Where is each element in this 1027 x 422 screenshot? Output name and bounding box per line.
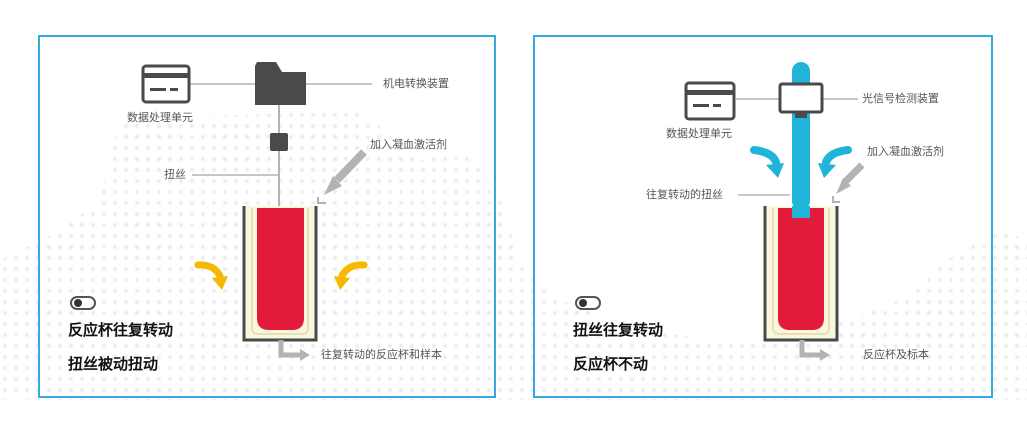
curved-arrow-icon (822, 146, 852, 166)
card-icon (141, 64, 191, 104)
cyan-arrow-head-right (818, 163, 836, 178)
right-reagent-label: 加入凝血激活剂 (867, 145, 944, 158)
cyan-arrow-head-left (766, 163, 784, 178)
left-caption-2: 扭丝被动扭动 (68, 355, 159, 373)
left-reagent-label: 加入凝血激活剂 (370, 138, 447, 151)
left-caption-1: 反应杯往复转动 (68, 321, 174, 339)
right-wire-label: 往复转动的扭丝 (646, 188, 723, 201)
left-processor-label: 数据处理单元 (127, 111, 193, 124)
right-caption-2: 反应杯不动 (573, 355, 649, 373)
right-cup-label: 反应杯及标本 (863, 348, 929, 361)
curved-arrow-head-left (212, 276, 228, 290)
reagent-arrow-icon (836, 162, 865, 194)
folder-icon (255, 62, 306, 105)
left-converter-label: 机电转换装置 (383, 77, 449, 90)
curved-arrow-icon (338, 261, 368, 280)
card-icon (684, 81, 736, 121)
right-processor-label: 数据处理单元 (666, 127, 732, 140)
right-detector-label: 光信号检测装置 (862, 92, 939, 105)
right-caption-1: 扭丝往复转动 (573, 321, 664, 339)
outlet-arrow-icon (278, 340, 310, 361)
outlet-arrow-icon (799, 340, 830, 361)
reaction-cup (242, 206, 318, 342)
monitor-icon (778, 82, 824, 118)
reaction-cup (763, 206, 839, 342)
reagent-arrow-icon (324, 149, 367, 195)
drop-marker (317, 197, 326, 204)
right-panel (533, 35, 993, 398)
coupling-block (270, 133, 288, 151)
left-cup-label: 往复转动的反应杯和样本 (321, 348, 442, 361)
curved-arrow-head-right (334, 276, 350, 290)
left-wire-label: 扭丝 (164, 168, 186, 181)
curved-arrow-icon (194, 261, 224, 280)
drop-marker (832, 196, 840, 203)
left-panel (38, 35, 496, 398)
right-toggle-icon (575, 296, 601, 310)
left-toggle-icon (70, 296, 96, 310)
curved-arrow-icon (750, 146, 780, 166)
